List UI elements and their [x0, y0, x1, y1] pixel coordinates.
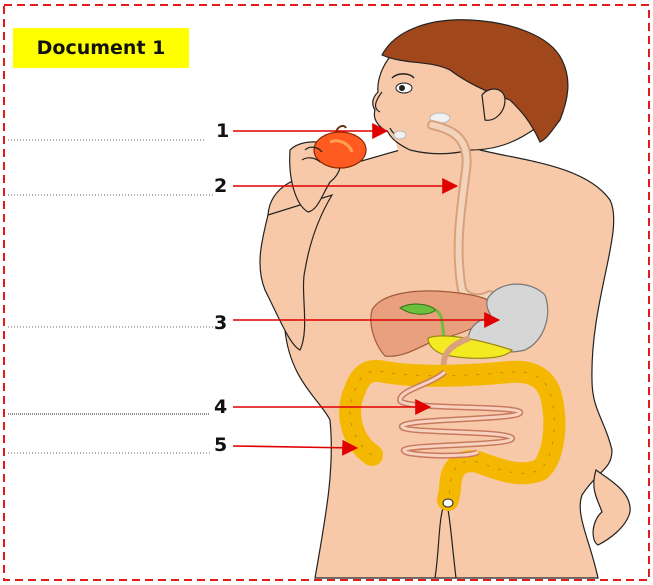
label-number-5: 5	[214, 434, 227, 456]
label-number-2: 2	[214, 175, 227, 197]
anus	[443, 499, 453, 507]
right-hand	[593, 470, 630, 545]
label-number-1: 1	[216, 120, 229, 142]
document-title: Document 1	[13, 28, 189, 68]
label-number-4: 4	[214, 396, 227, 418]
answer-lines	[8, 140, 215, 453]
label-number-3: 3	[214, 312, 227, 334]
apple	[314, 132, 366, 168]
